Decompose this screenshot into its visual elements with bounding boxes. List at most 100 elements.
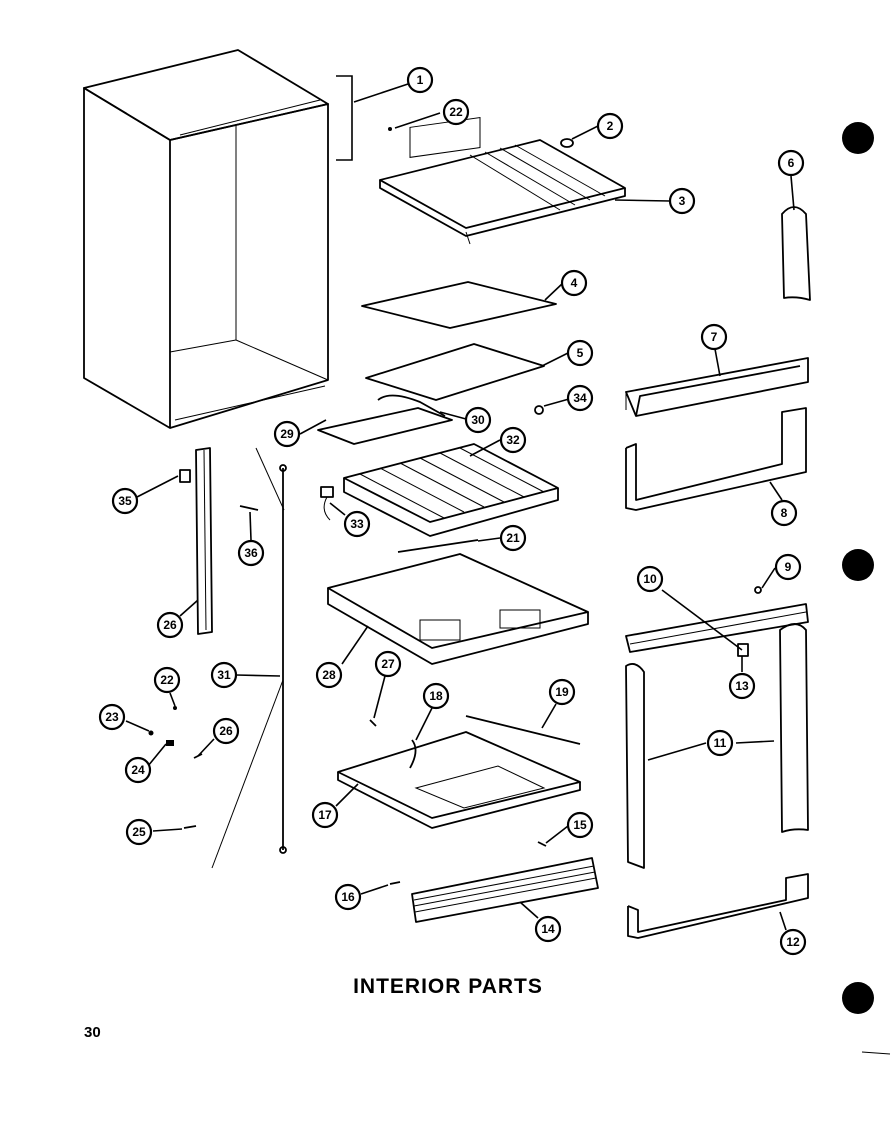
svg-text:28: 28: [322, 668, 336, 682]
page-title: INTERIOR PARTS: [353, 975, 543, 998]
callout-23: 23: [98, 703, 126, 731]
door-shelf-lower: [625, 407, 807, 511]
svg-text:32: 32: [506, 433, 520, 447]
callout-6: 6: [777, 149, 805, 177]
callout-12: 12: [779, 928, 807, 956]
screw-36: [239, 505, 259, 511]
svg-text:26: 26: [163, 618, 177, 632]
svg-text:5: 5: [577, 346, 584, 360]
callout-33: 33: [343, 510, 371, 538]
screw-25: [183, 825, 197, 829]
callout-36: 36: [237, 539, 265, 567]
crisper-frame: [337, 731, 581, 829]
svg-text:24: 24: [131, 763, 145, 777]
knob: [560, 138, 574, 148]
svg-text:13: 13: [735, 679, 749, 693]
freezer-floor: [327, 553, 589, 665]
heater-plate: [317, 407, 453, 445]
callout-14: 14: [534, 915, 562, 943]
tube-18: [409, 739, 417, 769]
screw-16: [389, 881, 401, 885]
trim-cover: [781, 206, 811, 301]
svg-text:16: 16: [341, 890, 355, 904]
clip-15: [537, 841, 547, 847]
washer: [148, 730, 154, 736]
binder-hole-top: [842, 122, 874, 154]
door-side-trim: [625, 623, 809, 869]
binder-hole-middle: [842, 549, 874, 581]
callout-9: 9: [774, 553, 802, 581]
callout-2: 2: [596, 112, 624, 140]
svg-text:12: 12: [786, 935, 800, 949]
thermostat-sensor: [320, 486, 334, 521]
svg-text:22: 22: [449, 105, 463, 119]
callout-24: 24: [124, 756, 152, 784]
screw-34: [534, 405, 544, 415]
callout-21: 21: [499, 524, 527, 552]
callout-8: 8: [770, 499, 798, 527]
svg-text:11: 11: [714, 736, 727, 750]
svg-text:6: 6: [788, 156, 795, 170]
top-divider-panel: [379, 116, 626, 245]
cover-pad: [365, 343, 545, 401]
svg-text:14: 14: [541, 922, 555, 936]
callout-3: 3: [668, 187, 696, 215]
callout-13: 13: [728, 672, 756, 700]
svg-text:31: 31: [217, 668, 231, 682]
svg-text:23: 23: [105, 710, 119, 724]
callout-17: 17: [311, 801, 339, 829]
guide-line-lower: [211, 679, 284, 869]
svg-text:9: 9: [785, 560, 792, 574]
svg-text:22: 22: [160, 673, 174, 687]
callout-22: 22: [442, 98, 470, 126]
svg-text:27: 27: [381, 657, 395, 671]
callout-4: 4: [560, 269, 588, 297]
svg-text:19: 19: [555, 685, 569, 699]
svg-text:2: 2: [607, 119, 614, 133]
svg-text:36: 36: [244, 546, 258, 560]
callout-22b: 22: [153, 666, 181, 694]
evaporator: [343, 443, 559, 537]
svg-text:21: 21: [506, 531, 520, 545]
kick-grille: [411, 857, 599, 923]
callout-29: 29: [273, 420, 301, 448]
svg-text:18: 18: [429, 689, 443, 703]
svg-text:33: 33: [350, 517, 364, 531]
screw-22b: [173, 706, 177, 710]
callout-10: 10: [636, 565, 664, 593]
svg-text:4: 4: [571, 276, 578, 290]
binder-hole-bottom: [842, 982, 874, 1014]
svg-text:10: 10: [643, 572, 657, 586]
svg-text:25: 25: [132, 825, 146, 839]
door-shelf-bottom: [627, 873, 809, 939]
svg-text:30: 30: [471, 413, 485, 427]
svg-text:7: 7: [711, 330, 718, 344]
callout-11: 11: [706, 729, 734, 757]
callout-32: 32: [499, 426, 527, 454]
svg-text:29: 29: [280, 427, 294, 441]
svg-text:26: 26: [219, 724, 233, 738]
clip-9: [754, 586, 762, 594]
callout-26: 26: [156, 611, 184, 639]
seal-strip: [397, 539, 479, 553]
screw: [388, 127, 392, 131]
svg-text:8: 8: [781, 506, 788, 520]
callout-35: 35: [111, 487, 139, 515]
svg-text:1: 1: [417, 73, 424, 87]
svg-text:17: 17: [318, 808, 332, 822]
callout-7: 7: [700, 323, 728, 351]
callout-31: 31: [210, 661, 238, 689]
callout-19: 19: [548, 678, 576, 706]
support-rod: [279, 464, 287, 854]
scan-mark: [861, 1051, 891, 1055]
callout-18: 18: [422, 682, 450, 710]
insulation-pad: [361, 281, 557, 329]
callout-25: 25: [125, 818, 153, 846]
clip: [179, 469, 191, 483]
rod-19: [465, 715, 581, 745]
latch-13: [737, 643, 749, 657]
callout-30: 30: [464, 406, 492, 434]
callout-15: 15: [566, 811, 594, 839]
door-shelf-rail: [625, 603, 809, 653]
